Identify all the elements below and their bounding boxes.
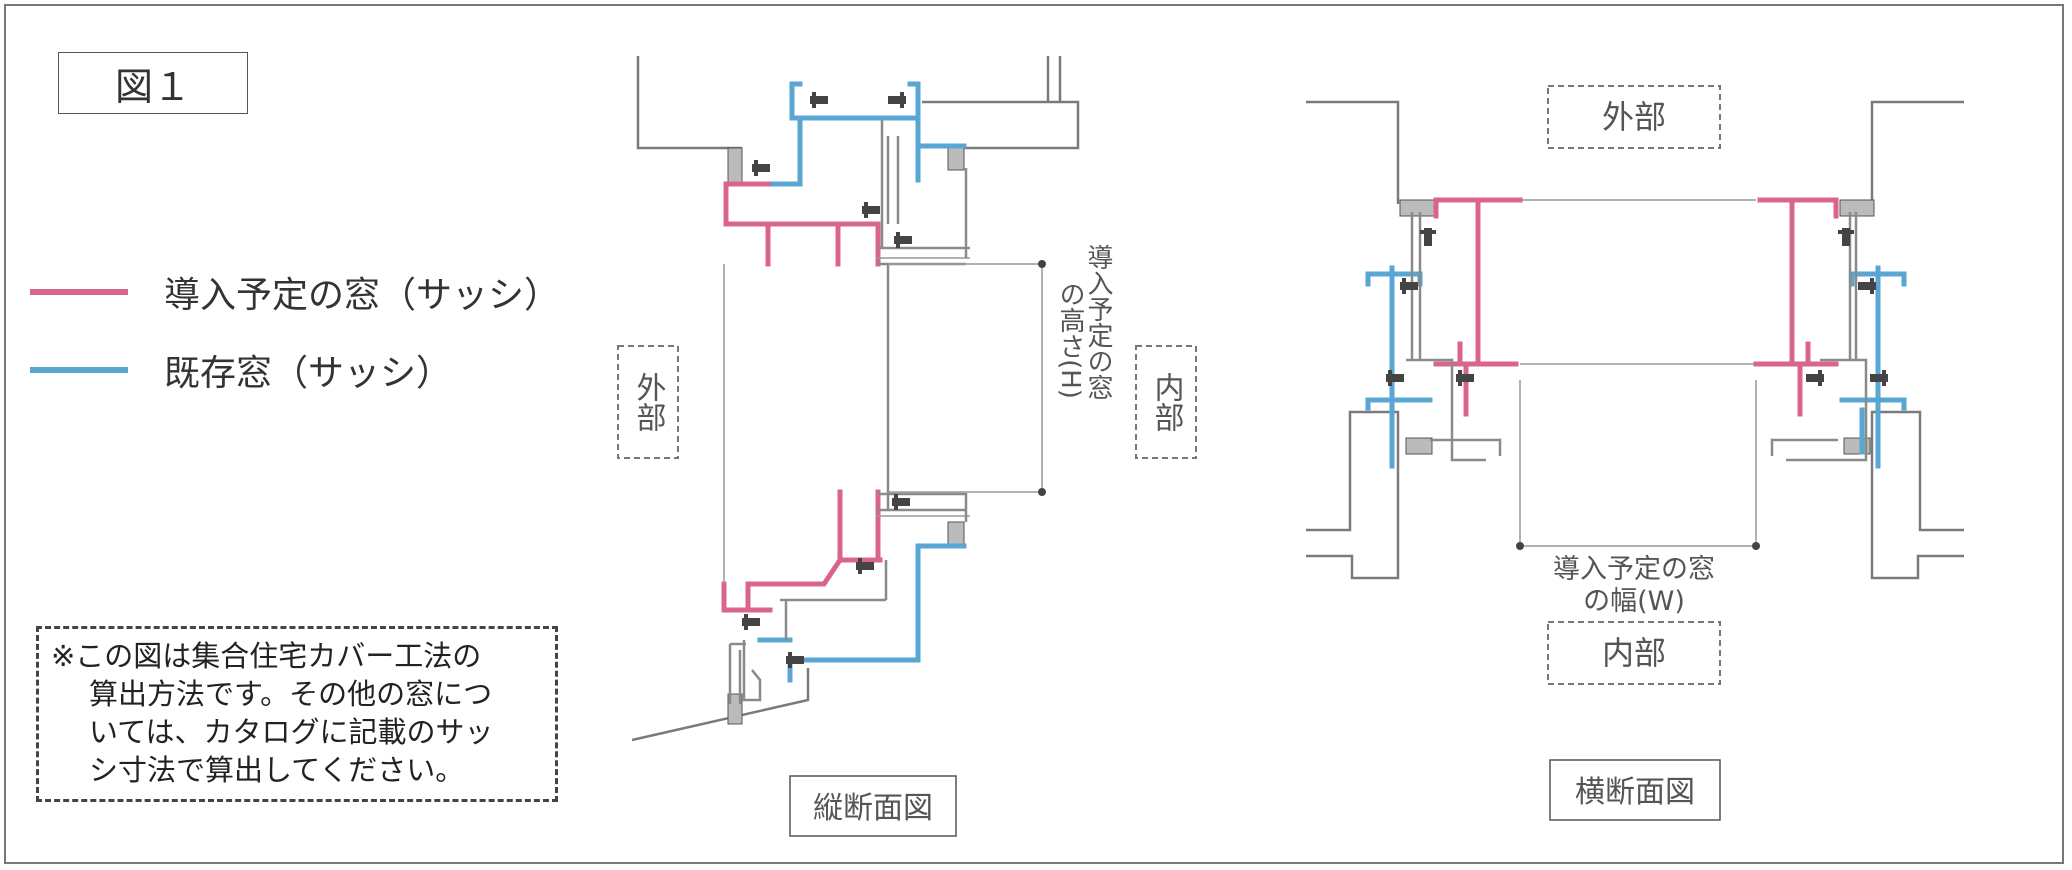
legend-swatch-pink (30, 289, 128, 295)
vertical-exterior-label: 外部 (631, 372, 666, 432)
width-dimension-label-line2: の幅(W) (1583, 586, 1685, 617)
seal-block (1405, 437, 1433, 455)
seal-block (1399, 199, 1435, 217)
note-line-1: ※この図は集合住宅カバー工法の (51, 639, 482, 673)
screw-icon (1386, 228, 1888, 386)
horizontal-section-caption: 横断面図 (1575, 775, 1695, 810)
exterior-label-box (1547, 85, 1721, 149)
legend-label-new-window: 導入予定の窓（サッシ） (164, 275, 561, 316)
horizontal-caption-box (1549, 759, 1721, 821)
horizontal-interior-label: 内部 (1602, 634, 1666, 672)
legend-item-existing-window: 既存窓（サッシ） (30, 344, 452, 396)
legend-label-existing-window: 既存窓（サッシ） (164, 353, 453, 394)
exterior-label-box (617, 345, 679, 459)
vertical-caption-box (789, 775, 957, 837)
note-box: ※この図は集合住宅カバー工法の 算出方法です。その他の窓につ いては、カタログに… (36, 626, 558, 802)
vertical-section-caption: 縦断面図 (813, 791, 933, 826)
note-line-4: シ寸法で算出してください。 (89, 753, 465, 787)
legend-item-new-window: 導入予定の窓（サッシ） (30, 266, 560, 318)
height-dimension-label-line1: 導入予定の窓 (1083, 244, 1113, 400)
legend-swatch-blue (30, 367, 128, 373)
figure-frame (4, 4, 2064, 864)
vertical-interior-label: 内部 (1149, 372, 1184, 432)
seal-block (947, 147, 965, 171)
height-dimension-label-line2: の高さ(H) (1055, 281, 1085, 399)
note-line-3: いては、カタログに記載のサッ (89, 715, 494, 749)
seal-block (727, 693, 743, 725)
seal-block (727, 147, 743, 185)
seal-block (947, 521, 965, 545)
note-line-2: 算出方法です。その他の窓につ (89, 677, 493, 711)
horizontal-section-drawing: 導入予定の窓 の幅(W) 外部 内部 横断面図 (1306, 85, 1964, 821)
width-dimension-label-line1: 導入予定の窓 (1553, 554, 1715, 585)
horizontal-exterior-label: 外部 (1602, 98, 1666, 136)
screw-icon (742, 92, 912, 668)
interior-label-box (1135, 345, 1197, 459)
interior-label-box (1547, 621, 1721, 685)
vertical-section-drawing: 導入予定の窓 の高さ(H) 外部 内部 縦断面図 (617, 56, 1197, 837)
figure-label: 図１ (58, 52, 248, 114)
